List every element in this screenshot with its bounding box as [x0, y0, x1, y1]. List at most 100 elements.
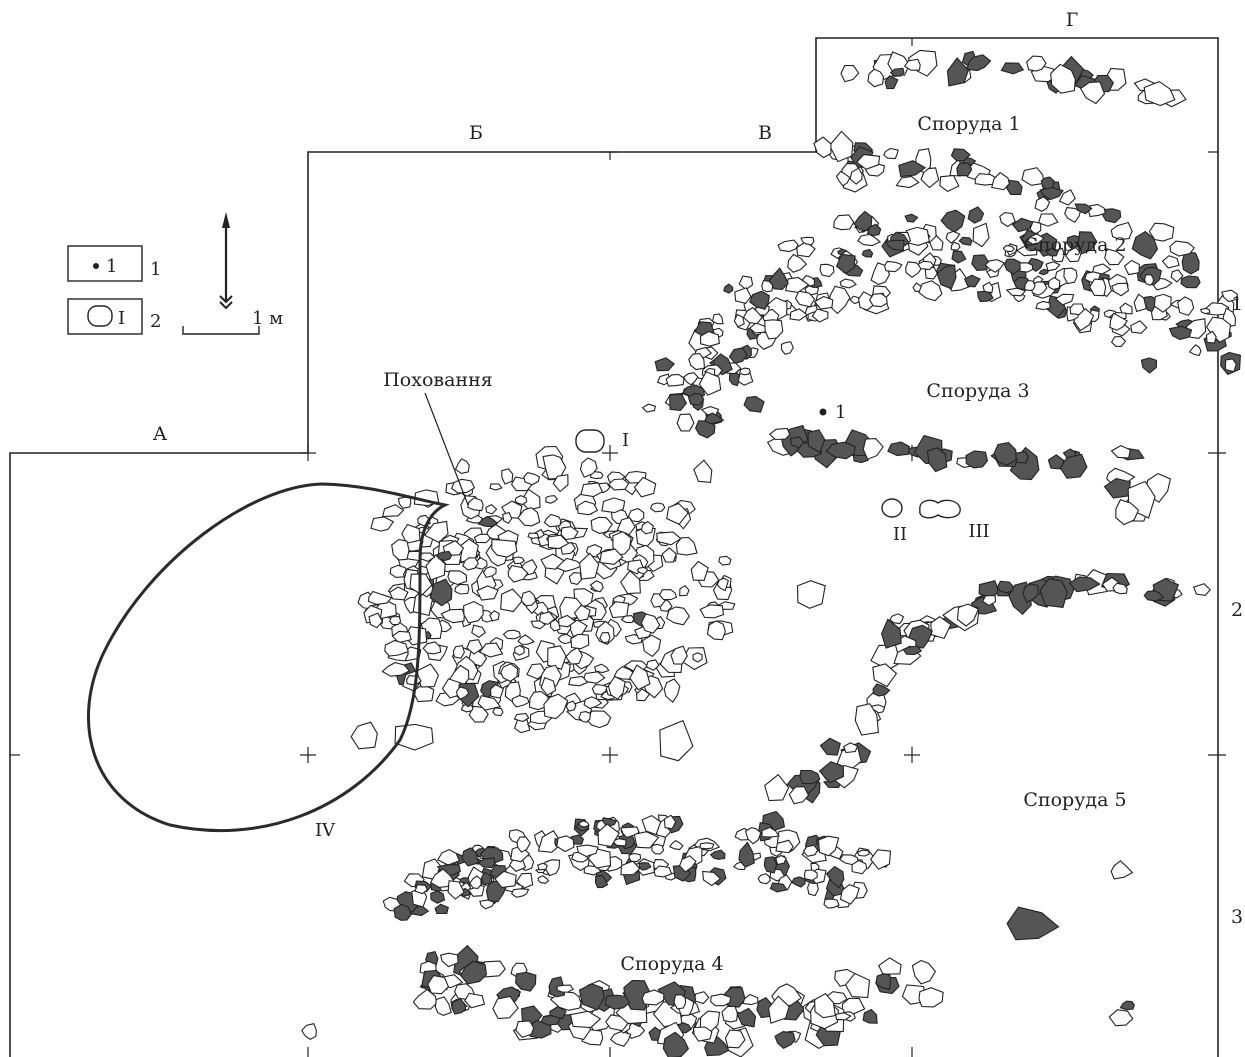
stone-structure-2 — [1161, 255, 1180, 269]
stone-structure-3 — [1003, 258, 1021, 275]
structure-4-label: Споруда 4 — [620, 953, 723, 975]
stone-single — [1108, 1009, 1134, 1027]
stone-structure-3-lower — [1110, 444, 1131, 459]
stone-structure-4-lower — [742, 993, 759, 1006]
stone-structure-3 — [794, 290, 816, 308]
stone-burial — [514, 494, 528, 506]
stone-burial — [384, 639, 409, 657]
stone-structure-3 — [1199, 307, 1211, 315]
stone-structure-3 — [811, 308, 829, 323]
legend-symbol-2: I — [118, 308, 125, 329]
stone-structure-3-lower — [790, 436, 805, 449]
stone-structure-3 — [748, 322, 767, 334]
stone-burial — [568, 675, 589, 687]
stone-structure-4-lower — [710, 993, 732, 1007]
stone-burial — [635, 688, 651, 702]
stone-structure-3-lower — [993, 442, 1017, 466]
stone-structure-4-lower — [721, 1005, 738, 1023]
stone-structure-2 — [956, 162, 973, 177]
stone-burial — [675, 536, 698, 556]
stone-structure-4-lower — [918, 987, 944, 1008]
stone-structure-3 — [665, 373, 685, 387]
stone-structure-2 — [895, 175, 920, 189]
stone-structure-5 — [1143, 590, 1165, 602]
stone-burial — [670, 645, 688, 665]
stone-structure-5 — [1022, 583, 1039, 603]
stone-structure-3 — [780, 341, 794, 355]
stone-burial — [547, 645, 567, 670]
stone-structure-4 — [620, 826, 640, 839]
stone-structure-4-lower — [768, 995, 790, 1024]
stone-structure-3 — [1065, 246, 1082, 263]
stone-structure-3 — [761, 279, 774, 293]
stone-burial — [633, 476, 657, 498]
stone-structure-4-lower — [736, 1007, 757, 1028]
stone-structure-2 — [1148, 222, 1175, 242]
stone-structure-4 — [638, 862, 652, 871]
pit-iii — [919, 499, 961, 519]
stone-burial — [491, 538, 518, 558]
stone-structure-2 — [1131, 230, 1159, 260]
stone-burial — [507, 564, 529, 583]
stone-structure-5 — [1068, 576, 1101, 593]
stone-structure-3 — [904, 213, 919, 223]
stone-structure-3 — [1023, 279, 1036, 292]
stone-structure-5-arm — [854, 703, 879, 736]
stone-structure-3 — [868, 293, 888, 308]
stone-structure-3 — [1177, 296, 1195, 317]
stone-structure-2 — [1021, 167, 1045, 186]
stone-structure-4 — [869, 849, 892, 870]
stone-structure-2 — [1034, 196, 1051, 213]
stone-structure-2 — [828, 130, 854, 163]
stone-structure-4 — [775, 839, 794, 854]
stone-burial — [391, 538, 410, 561]
stone-structure-4 — [825, 865, 845, 889]
stone-burial — [463, 600, 484, 624]
stone-structure-4 — [480, 871, 493, 886]
pit-iv-label: IV — [315, 820, 336, 841]
stone-structure-3 — [687, 392, 705, 406]
stone-structure-3 — [833, 214, 855, 231]
stone-structure-4 — [430, 890, 446, 904]
stone-structure-3-lower — [768, 427, 791, 441]
stone-structure-4-lower — [774, 1031, 796, 1050]
stone-structure-3 — [971, 254, 990, 271]
stone-structure-4 — [414, 884, 429, 895]
stone-structure-3 — [835, 253, 856, 275]
stone-structure-4 — [641, 814, 662, 836]
legend — [67, 245, 143, 335]
legend-number-2: 2 — [150, 311, 161, 332]
stone-structure-4-lower — [460, 960, 487, 985]
stone-burial — [573, 604, 591, 622]
stone-structure-3-lower — [807, 429, 826, 454]
stone-structure-4-lower — [835, 1012, 852, 1021]
stone-structure-4 — [597, 823, 620, 848]
stone-burial — [607, 675, 626, 700]
stone-structure-3 — [682, 372, 699, 386]
stone-burial — [666, 606, 690, 626]
pit-iii-label: III — [968, 521, 989, 542]
stone-structure-3 — [777, 239, 799, 253]
stone-structure-5-arm — [843, 742, 859, 754]
stone-burial — [577, 500, 599, 516]
stone-burial — [526, 663, 547, 680]
stone-structure-3 — [853, 210, 873, 232]
stone-structure-3 — [800, 236, 815, 246]
stone-structure-3 — [1221, 289, 1239, 303]
stone-structure-3 — [1089, 278, 1107, 297]
stone-structure-3 — [885, 239, 905, 251]
stone-burial — [478, 642, 504, 658]
stone-structure-1 — [884, 75, 899, 90]
stone-burial — [368, 612, 383, 629]
stone-structure-3 — [1133, 293, 1147, 313]
stone-structure-3 — [963, 274, 981, 288]
stone-structure-4 — [668, 839, 684, 851]
stone-burial — [381, 504, 405, 518]
stone-burial — [466, 639, 484, 655]
stone-structure-3 — [1005, 287, 1027, 297]
stone-structure-3 — [1054, 293, 1075, 306]
pit-i — [575, 429, 605, 453]
stone-burial — [514, 644, 525, 656]
stone-burial — [641, 634, 662, 658]
stone-structure-1 — [1026, 55, 1047, 72]
